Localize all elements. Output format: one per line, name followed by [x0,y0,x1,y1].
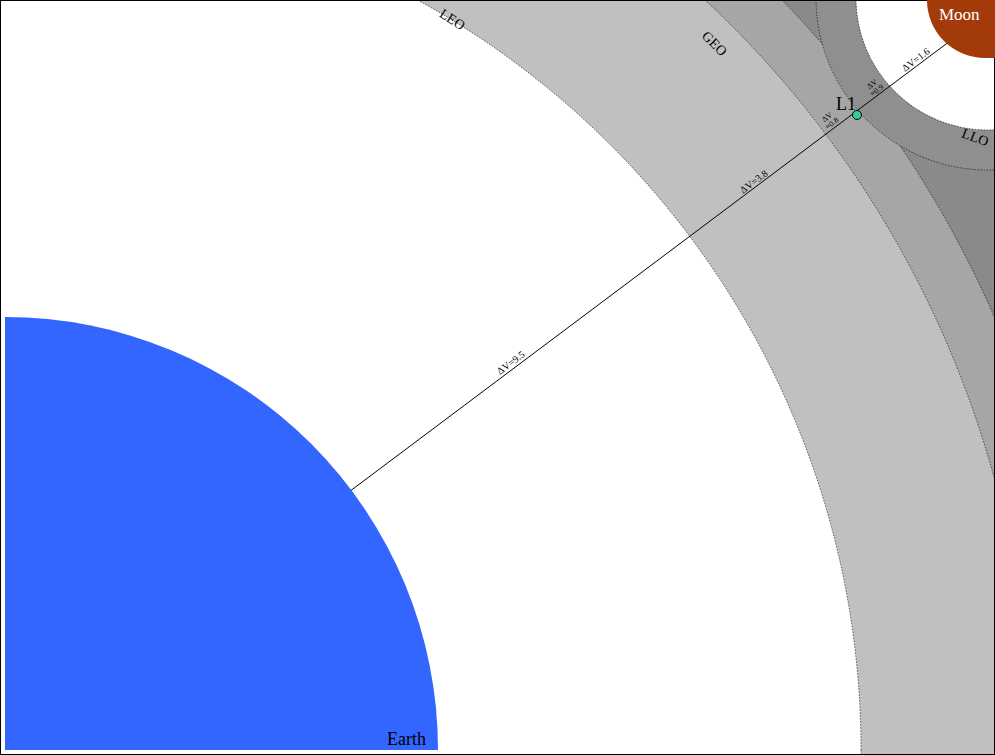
node-label: Moon [939,6,980,23]
l1-point: L1 [852,110,862,120]
node-label: Earth [387,730,426,748]
node-label: L1 [836,95,856,113]
